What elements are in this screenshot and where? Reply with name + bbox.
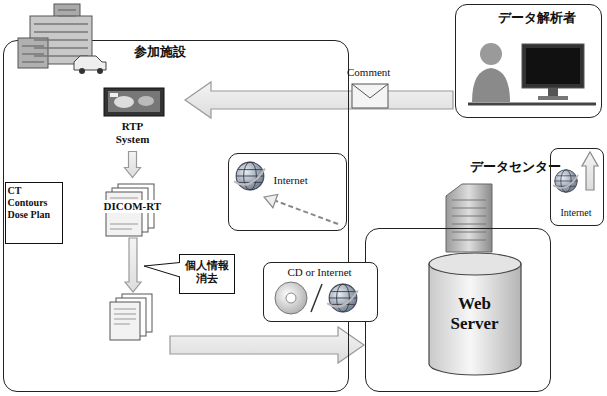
analyst-figure xyxy=(472,68,510,102)
envelope xyxy=(352,84,388,108)
upload-arrow xyxy=(582,152,598,190)
node-text: CT Contours Dose Plan xyxy=(8,185,60,221)
internet-globe xyxy=(553,170,578,193)
media-box: CD or Internet xyxy=(263,262,378,322)
callout-pointer xyxy=(144,262,181,277)
car xyxy=(79,68,85,74)
flow-arrow xyxy=(170,327,364,363)
cd-disc xyxy=(286,293,296,303)
node-text: Web Server xyxy=(440,294,510,335)
cylinder-outline xyxy=(429,253,521,275)
car xyxy=(74,56,106,74)
node-text: Internet xyxy=(274,174,308,187)
analyst-figure xyxy=(538,96,568,100)
hospital-building xyxy=(22,24,88,62)
node-text: DICOM-RT xyxy=(103,200,163,213)
rtp-monitor xyxy=(138,96,154,106)
rtp-monitor xyxy=(108,91,160,112)
anonymised-documents xyxy=(110,302,140,340)
server-tower xyxy=(446,184,492,252)
dashed-arrow xyxy=(264,195,338,225)
internet-globe xyxy=(234,162,265,190)
rtp-monitor xyxy=(114,96,134,108)
dashed-arrow xyxy=(276,201,338,224)
car xyxy=(74,56,106,70)
hospital-building xyxy=(30,16,92,64)
callout-pointer xyxy=(144,262,181,277)
hospital-building xyxy=(18,38,48,68)
node-heading: データセンター xyxy=(470,159,561,175)
internet-box: Internet xyxy=(228,153,347,231)
internet-globe xyxy=(234,162,265,190)
callout-box: 個人情報 消去 xyxy=(179,254,235,294)
analyst-figure xyxy=(468,43,596,104)
dashed-arrow xyxy=(264,195,278,208)
server-tower xyxy=(452,200,486,240)
node-text: 個人情報 消去 xyxy=(184,259,230,285)
content-box: CT Contours Dose Plan xyxy=(5,182,63,244)
hospital-building xyxy=(18,4,92,68)
callout-pointer xyxy=(144,263,180,278)
car xyxy=(97,68,103,74)
envelope xyxy=(352,84,388,98)
internet-box: Internet xyxy=(550,148,604,226)
analyst-figure xyxy=(548,88,558,96)
internet-globe xyxy=(327,284,358,312)
analyst-figure xyxy=(480,43,502,65)
node-heading: 参加施設 xyxy=(134,44,186,60)
hospital-building xyxy=(54,4,80,24)
flow-arrow xyxy=(125,152,141,178)
facility-box: RTP SystemDICOM-RT CT Contours Dose Plan 個… xyxy=(3,40,349,392)
server-cylinder: Web Server xyxy=(428,252,522,376)
cd-disc xyxy=(275,282,307,314)
analyst-figure xyxy=(468,103,596,106)
cylinder-outline xyxy=(429,264,521,375)
edge-label: Comment xyxy=(347,66,390,79)
cylinder-outline xyxy=(428,252,522,376)
flow-arrow xyxy=(125,238,141,292)
cd-disc xyxy=(275,282,307,314)
server-tower xyxy=(446,184,492,252)
node-text: Internet xyxy=(551,207,601,219)
node-text: CD or Internet xyxy=(264,266,375,279)
hospital-building xyxy=(58,10,76,16)
internet-globe xyxy=(553,170,578,193)
rtp-monitor xyxy=(104,88,164,116)
node-heading: データ解析者 xyxy=(498,10,576,26)
rtp-monitor xyxy=(110,93,118,97)
datacenter-box: Web Serverデータセンター xyxy=(365,228,551,392)
analyst-figure xyxy=(526,48,580,84)
anonymised-documents xyxy=(114,309,136,324)
file-stack: DICOM-RT xyxy=(100,180,166,236)
system-label: RTP System xyxy=(92,86,174,150)
slash xyxy=(311,284,322,312)
analyst-figure xyxy=(522,44,584,88)
analyst-box: データ解析者 xyxy=(455,4,602,118)
anonymised-documents xyxy=(110,294,152,340)
envelope xyxy=(352,84,388,108)
node-text: RTP System xyxy=(110,120,156,146)
flow-arrow xyxy=(185,82,453,118)
internet-globe xyxy=(327,284,358,312)
rtp-monitor xyxy=(104,88,164,116)
